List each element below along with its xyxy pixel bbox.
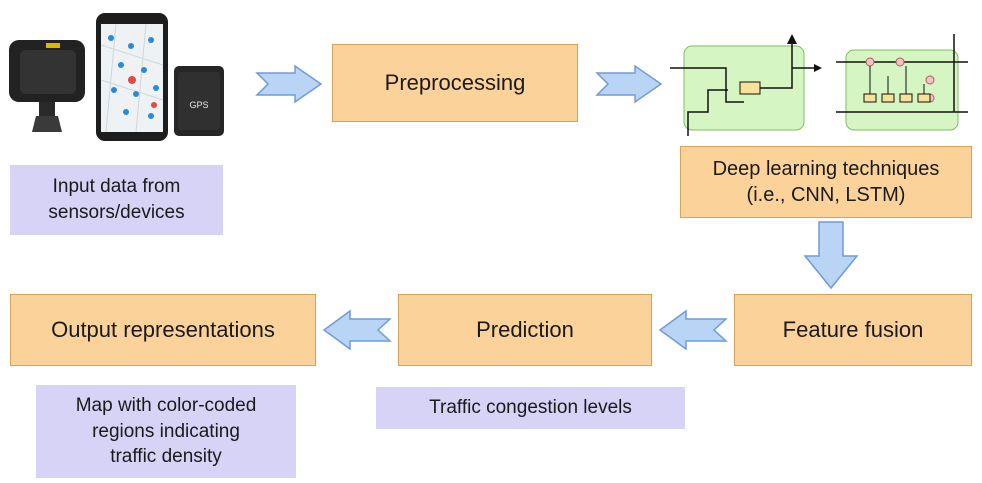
prediction-note-text: Traffic congestion levels: [429, 397, 632, 419]
preprocessing-label: Preprocessing: [384, 69, 526, 95]
arrow-to-prediction: [658, 309, 728, 351]
output-note: Map with color-coded regions indicating …: [36, 385, 296, 478]
arrow-to-feature-fusion: [803, 221, 859, 290]
arrow-to-preprocessing: [255, 64, 323, 104]
deep-learning-label: Deep learning techniques (i.e., CNN, LST…: [712, 158, 940, 206]
arrow-to-deep-learning: [595, 64, 663, 104]
gps-tracker-icon: [174, 66, 224, 136]
feature-fusion-step: Feature fusion: [734, 294, 972, 366]
neural-network-diagrams: [668, 20, 973, 144]
feature-fusion-label: Feature fusion: [782, 316, 924, 342]
input-data-note: Input data from sensors/devices: [10, 165, 223, 235]
arrow-to-output: [322, 309, 392, 351]
prediction-note: Traffic congestion levels: [376, 387, 685, 429]
dashcam-icon: [9, 40, 85, 132]
output-note-text: Map with color-coded regions indicating …: [75, 395, 257, 468]
input-data-note-text: Input data from sensors/devices: [48, 176, 185, 223]
output-step: Output representations: [10, 294, 316, 366]
output-label: Output representations: [51, 316, 275, 342]
prediction-label: Prediction: [476, 316, 574, 342]
lstm-cell-icon: [836, 34, 968, 131]
devices-image: GPS: [6, 10, 228, 145]
preprocessing-step: Preprocessing: [332, 44, 578, 122]
deep-learning-step: Deep learning techniques (i.e., CNN, LST…: [680, 146, 972, 218]
smartphone-map-icon: [96, 13, 168, 141]
prediction-step: Prediction: [398, 294, 652, 366]
rnn-cell-icon: [670, 34, 822, 136]
gps-label: GPS: [189, 100, 208, 110]
